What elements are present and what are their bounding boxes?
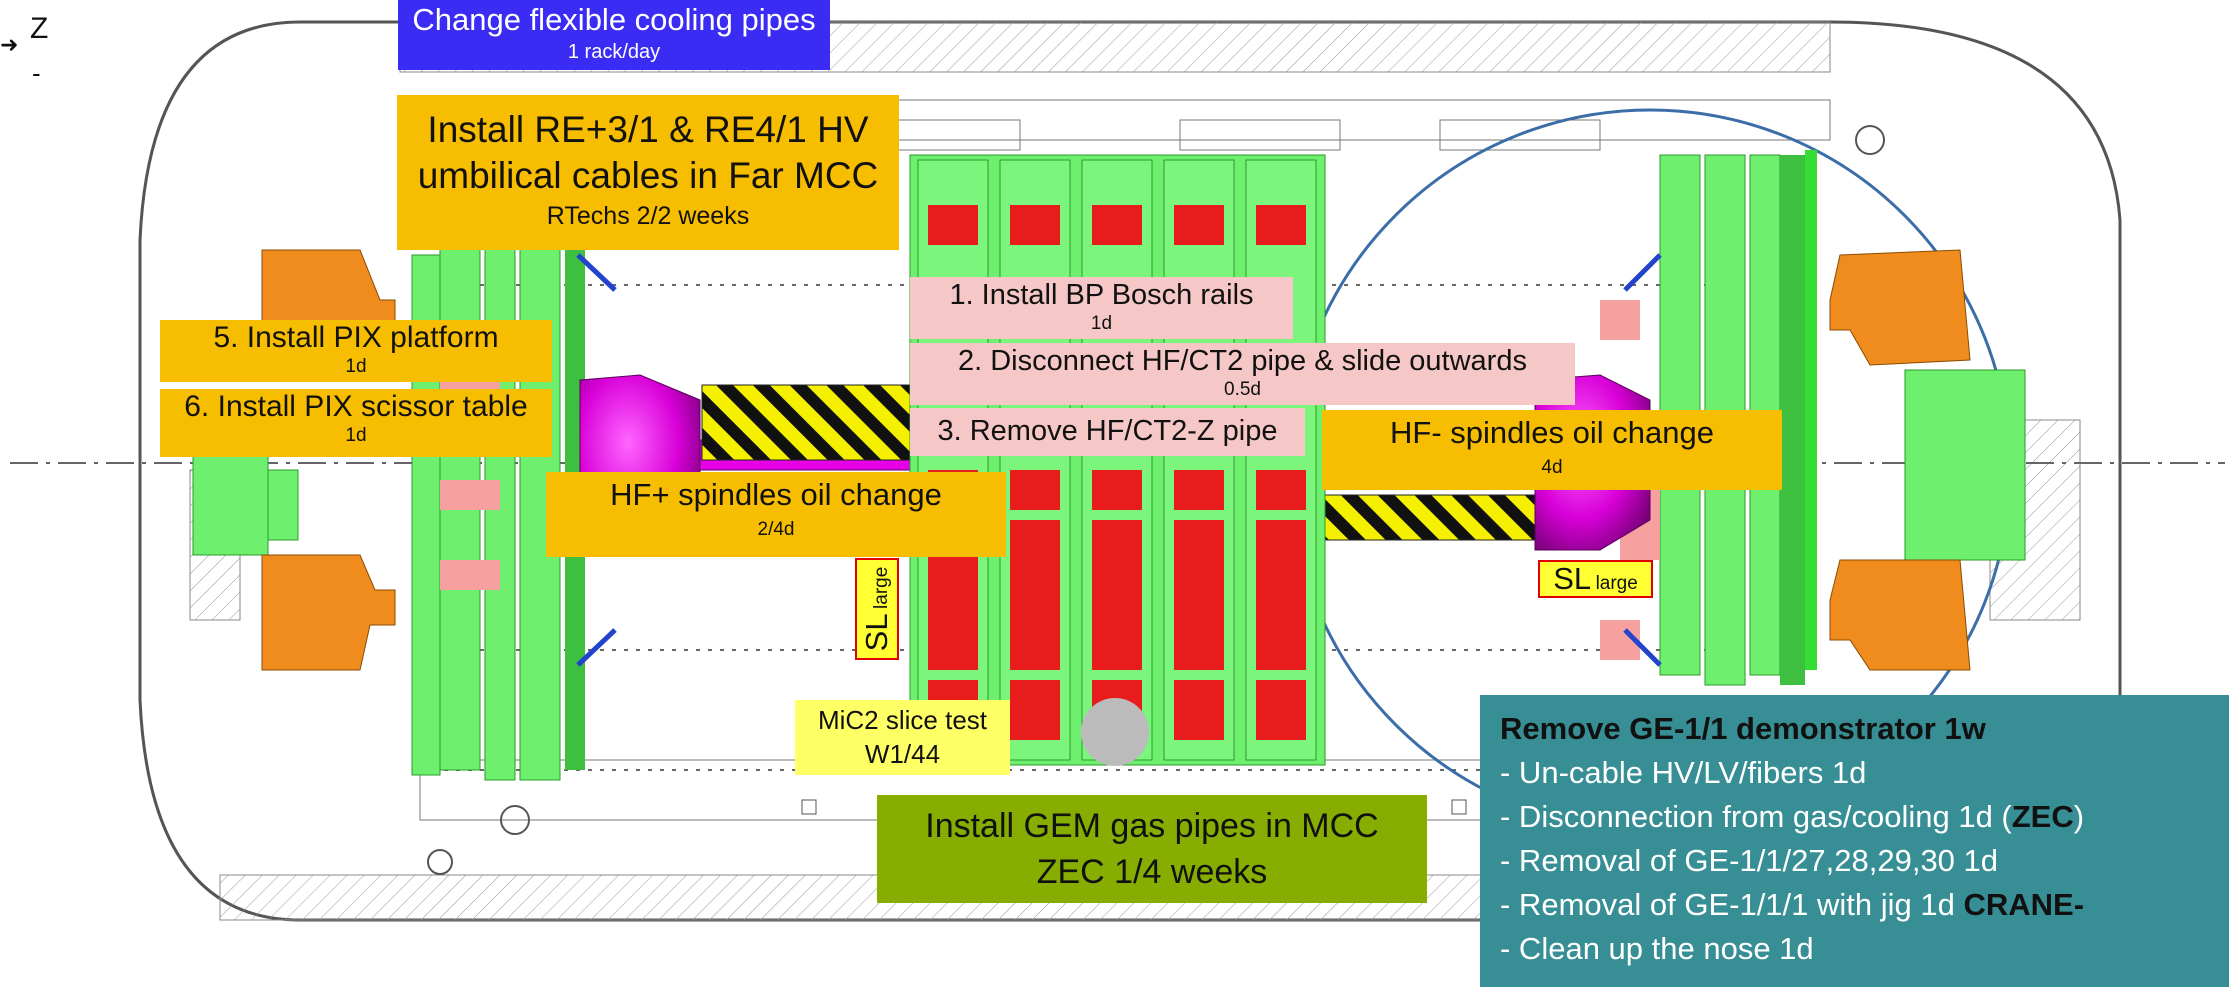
barrel-red-segment — [1174, 600, 1224, 670]
label-mic2-line1: MiC2 slice test — [817, 705, 988, 735]
label-pix-scissor-title: 6. Install PIX scissor table — [184, 390, 528, 423]
barrel-red-segment — [1256, 205, 1306, 245]
label-re-line2: umbilical cables in Far MCC — [417, 155, 879, 196]
barrel-red-segment — [1256, 600, 1306, 670]
label-bosch-rails: 1. Install BP Bosch rails 1d — [910, 277, 1293, 339]
right-orange-parts — [1829, 249, 1971, 671]
label-disconnect-hf: 2. Disconnect HF/CT2 pipe & slide outwar… — [910, 343, 1575, 405]
label-pix-platform: 5. Install PIX platform 1d — [160, 320, 552, 382]
minus-label: - — [32, 58, 41, 88]
label-re-sub: RTechs 2/2 weeks — [546, 202, 750, 230]
sl-right-small: large — [1595, 573, 1638, 594]
ge-item-zec: ZEC — [2011, 799, 2074, 834]
sl-large-right: SL large — [1538, 560, 1653, 598]
sl-large-left: SL large — [855, 558, 899, 660]
label-re-line1: Install RE+3/1 & RE4/1 HV — [427, 109, 869, 150]
barrel-red-segment — [928, 205, 978, 245]
barrel-red-segment — [1174, 470, 1224, 510]
barrel-red-segment — [1256, 680, 1306, 740]
left-orange-parts — [261, 249, 396, 671]
label-pix-platform-title: 5. Install PIX platform — [213, 321, 499, 354]
ge-item-disconnection: - Disconnection from gas/cooling 1d (ZEC… — [1500, 795, 2229, 839]
label-hf-plus-title: HF+ spindles oil change — [610, 477, 942, 512]
label-hf-minus: HF- spindles oil change 4d — [1322, 410, 1782, 490]
barrel-red-segment — [1010, 680, 1060, 740]
ge-item-disconnection-text: - Disconnection from gas/cooling 1d ( — [1500, 799, 2012, 834]
label-hf-plus: HF+ spindles oil change 2/4d — [546, 472, 1006, 557]
barrel-red-segment — [1092, 600, 1142, 670]
label-bosch-title: 1. Install BP Bosch rails — [949, 279, 1254, 311]
label-pix-scissor: 6. Install PIX scissor table 1d — [160, 389, 552, 457]
label-cooling-title: Change flexible cooling pipes — [412, 2, 816, 37]
ge-item-uncable: - Un-cable HV/LV/fibers 1d — [1500, 755, 1867, 790]
ge-box-title: Remove GE-1/1 demonstrator 1w — [1500, 711, 1986, 746]
barrel-red-segment — [1256, 470, 1306, 510]
label-mic2: MiC2 slice test W1/44 — [795, 700, 1010, 775]
ge-item-removal-jig-text: - Removal of GE-1/1/1 with jig 1d — [1500, 887, 1964, 922]
label-bosch-sub: 1d — [1090, 313, 1113, 334]
barrel-red-segment — [1092, 205, 1142, 245]
label-disconnect-title: 2. Disconnect HF/CT2 pipe & slide outwar… — [958, 345, 1527, 377]
label-hf-minus-sub: 4d — [1541, 457, 1563, 478]
sl-left-small: large — [871, 566, 892, 609]
ge-item-removal-jig: - Removal of GE-1/1/1 with jig 1d CRANE- — [1500, 883, 2229, 927]
barrel-red-segment — [1010, 600, 1060, 670]
central-barrel — [909, 154, 1326, 766]
ge-item-crane: CRANE- — [1963, 887, 2085, 922]
ge-item-removal-27-30: - Removal of GE-1/1/27,28,29,30 1d — [1500, 843, 1999, 878]
axis-indicator: ➜ Z - — [0, 12, 60, 92]
label-gem-line1: Install GEM gas pipes in MCC — [925, 807, 1379, 845]
hazard-stripe-right — [1319, 494, 1536, 541]
label-pix-scissor-sub: 1d — [345, 425, 367, 446]
ge-item-cleanup: - Clean up the nose 1d — [1500, 931, 1814, 966]
label-pix-platform-sub: 1d — [345, 356, 367, 377]
label-gem-line2: ZEC 1/4 weeks — [1036, 853, 1268, 891]
label-cooling-pipes: Change flexible cooling pipes 1 rack/day — [398, 0, 830, 70]
barrel-red-segment — [1092, 470, 1142, 510]
barrel-red-segment — [928, 600, 978, 670]
label-mic2-line2: W1/44 — [864, 739, 941, 769]
label-re-cables: Install RE+3/1 & RE4/1 HV umbilical cabl… — [397, 95, 899, 250]
hazard-stripe-left — [701, 384, 913, 461]
label-disconnect-sub: 0.5d — [1224, 379, 1261, 400]
ge-demonstrator-box: Remove GE-1/1 demonstrator 1w - Un-cable… — [1480, 695, 2229, 987]
pipe-marks — [576, 253, 1662, 667]
grey-circle — [1081, 698, 1149, 766]
z-axis-label: Z — [30, 12, 49, 45]
barrel-red-segment — [1174, 205, 1224, 245]
label-cooling-sub: 1 rack/day — [567, 41, 661, 63]
arrow-icon: ➜ — [0, 32, 19, 57]
label-hf-plus-sub: 2/4d — [757, 519, 795, 540]
label-hf-minus-title: HF- spindles oil change — [1390, 415, 1714, 450]
barrel-red-segment — [1010, 470, 1060, 510]
label-gem-pipes: Install GEM gas pipes in MCC ZEC 1/4 wee… — [877, 795, 1427, 903]
barrel-red-segment — [1174, 680, 1224, 740]
label-remove-hf-title: 3. Remove HF/CT2-Z pipe — [937, 415, 1278, 447]
barrel-red-segment — [1010, 205, 1060, 245]
label-remove-hf: 3. Remove HF/CT2-Z pipe — [910, 408, 1305, 456]
sl-left-big: SL — [859, 613, 894, 652]
sl-right-big: SL — [1553, 561, 1592, 596]
ge-item-close-paren: ) — [2073, 799, 2085, 834]
